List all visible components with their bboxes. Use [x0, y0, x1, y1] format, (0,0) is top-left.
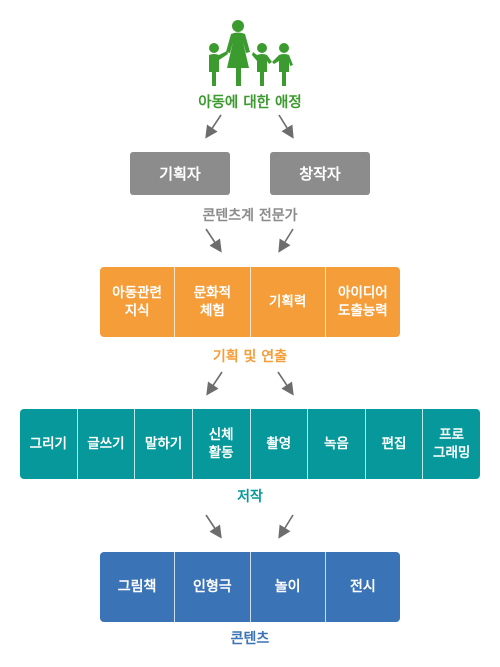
authoring-item: 신체 활동: [191, 409, 250, 479]
roles-caption: 콘텐츠계 전문가: [202, 208, 298, 224]
planning-caption: 기획 및 연출: [212, 349, 288, 365]
authoring-bar: 그리기 글쓰기 말하기 신체 활동 촬영 녹음 편집 프로 그래밍: [20, 409, 480, 479]
planning-bar: 아동관련 지식 문화적 체험 기획력 아이디어 도출능력: [100, 267, 400, 337]
authoring-item: 녹음: [307, 409, 365, 479]
contents-bar: 그림책 인형극 놀이 전시: [100, 552, 400, 622]
authoring-item: 그리기: [29, 435, 67, 452]
contents-item: 그림책: [117, 578, 157, 595]
family-icon: [209, 20, 293, 86]
authoring-item: 편집: [364, 409, 423, 479]
authoring-item: 프로 그래밍: [422, 409, 480, 479]
authoring-caption: 저작: [237, 489, 263, 505]
role-planner: 기획자: [130, 152, 230, 195]
contents-caption: 콘텐츠: [230, 631, 270, 647]
authoring-item: 글쓰기: [76, 409, 135, 479]
planning-item: 아동관련 지식: [112, 284, 162, 319]
header-title: 아동에 대한 애정: [198, 95, 302, 111]
role-creator: 창작자: [270, 152, 370, 195]
authoring-item: 촬영: [249, 409, 308, 479]
planning-item: 문화적 체험: [174, 267, 249, 337]
authoring-item: 말하기: [134, 409, 192, 479]
contents-item: 놀이: [249, 552, 325, 622]
planning-item: 기획력: [249, 267, 325, 337]
planning-item: 아이디어 도출능력: [324, 267, 400, 337]
contents-item: 전시: [324, 552, 400, 622]
contents-item: 인형극: [174, 552, 249, 622]
